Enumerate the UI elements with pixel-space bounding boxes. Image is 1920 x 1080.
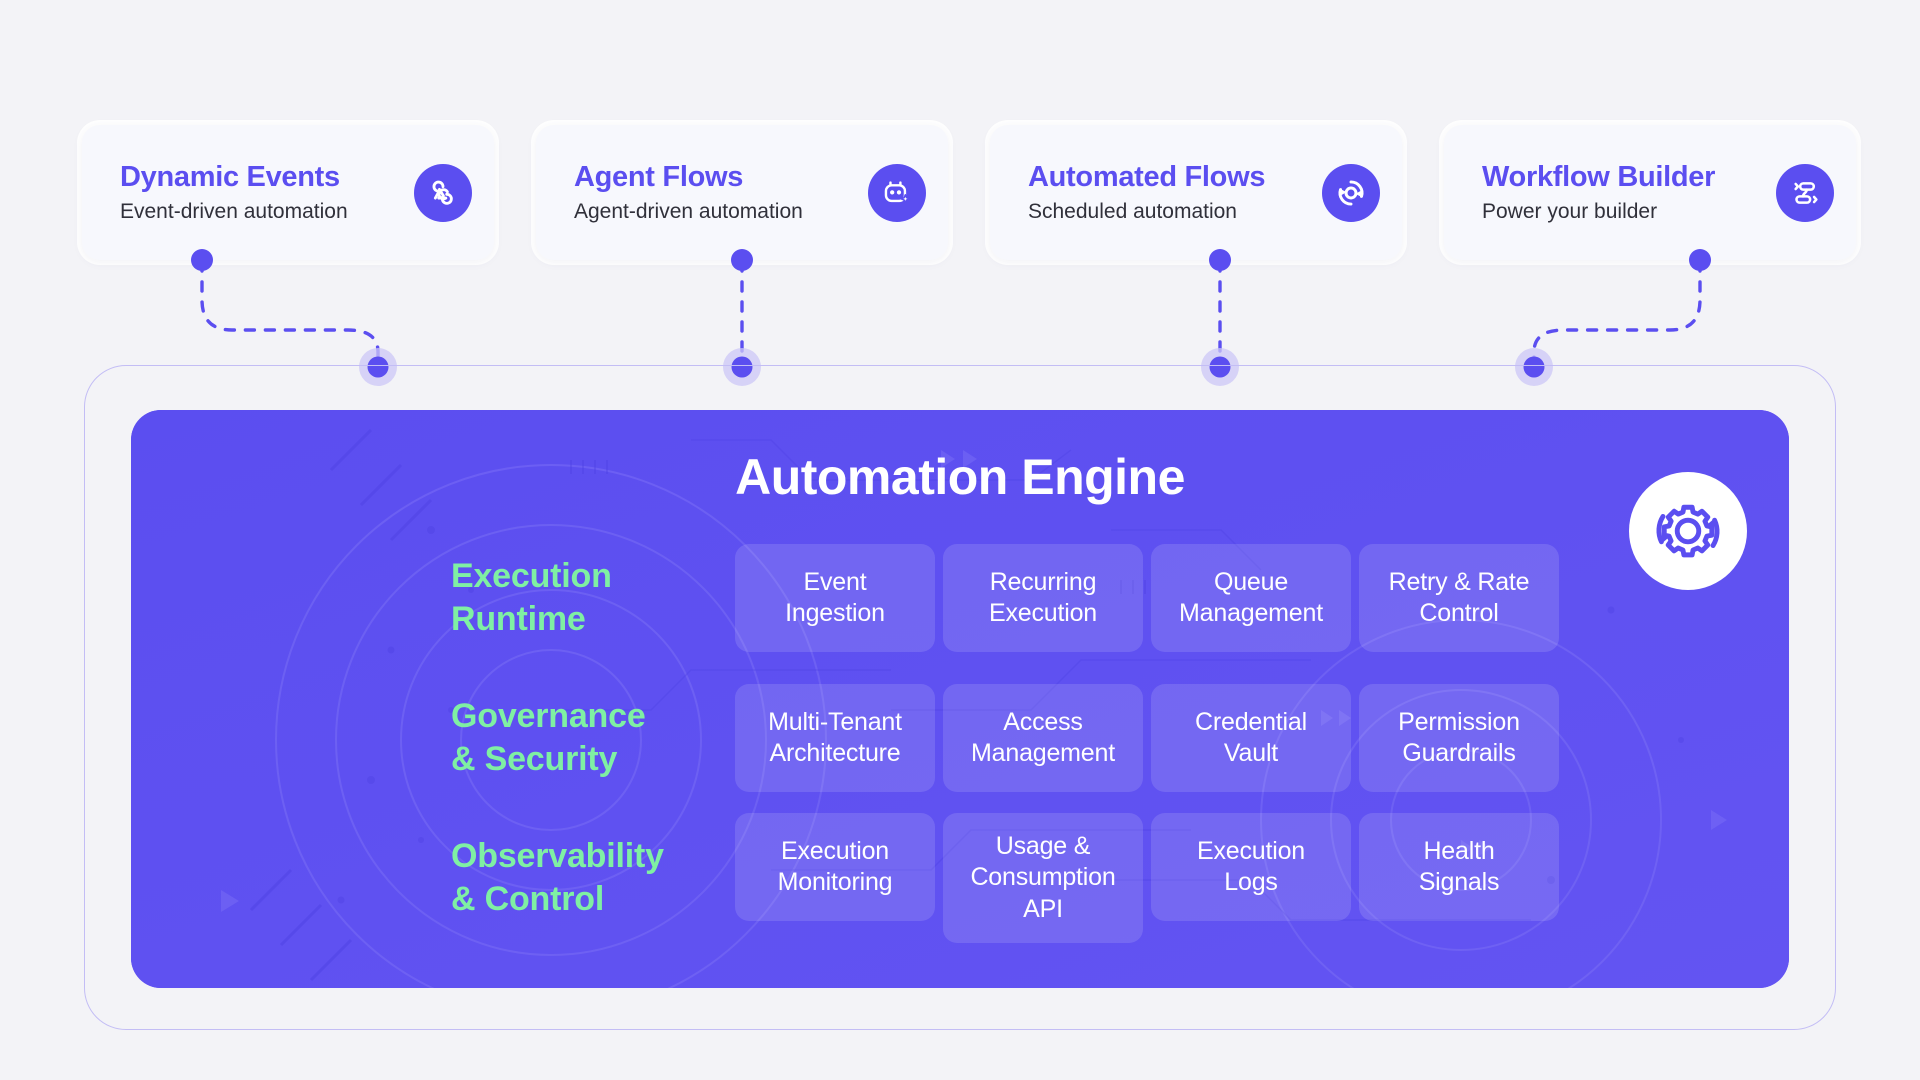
card-dynamic-events[interactable]: Dynamic Events Event-driven automation bbox=[82, 125, 494, 260]
card-text: Workflow Builder Power your builder bbox=[1482, 161, 1715, 224]
card-title: Automated Flows bbox=[1028, 161, 1266, 193]
card-agent-flows[interactable]: Agent Flows Agent-driven automation bbox=[536, 125, 948, 260]
row-observability-control: Observability & Control Execution Monito… bbox=[131, 808, 1789, 948]
card-subtitle: Event-driven automation bbox=[120, 200, 348, 223]
automation-engine-panel: Automation Engine Execution Runtime bbox=[131, 410, 1789, 988]
panel-content: Automation Engine Execution Runtime bbox=[131, 410, 1789, 988]
card-text: Dynamic Events Event-driven automation bbox=[120, 161, 348, 224]
tile-multi-tenant-architecture[interactable]: Multi-Tenant Architecture bbox=[735, 684, 935, 792]
card-subtitle: Scheduled automation bbox=[1028, 200, 1237, 223]
tile-retry-rate-control[interactable]: Retry & Rate Control bbox=[1359, 544, 1559, 652]
card-workflow-builder[interactable]: Workflow Builder Power your builder bbox=[1444, 125, 1856, 260]
row-label: Observability & Control bbox=[451, 837, 664, 918]
row-tiles: Multi-Tenant Architecture Access Managem… bbox=[735, 684, 1559, 792]
card-title: Agent Flows bbox=[574, 161, 744, 193]
card-title: Workflow Builder bbox=[1482, 161, 1716, 193]
rotating-gear-icon bbox=[1629, 472, 1747, 590]
tile-recurring-execution[interactable]: Recurring Execution bbox=[943, 544, 1143, 652]
engine-outer-shell bbox=[84, 365, 1836, 1030]
page-title: Automation Engine bbox=[735, 449, 1185, 505]
tile-execution-logs[interactable]: Execution Logs bbox=[1151, 813, 1351, 921]
row-execution-runtime: Execution Runtime Event Ingestion Recurr… bbox=[131, 528, 1789, 668]
sync-refresh-icon bbox=[1322, 163, 1380, 222]
panel-background-decoration bbox=[131, 410, 1789, 988]
row-governance-security: Governance & Security Multi-Tenant Archi… bbox=[131, 668, 1789, 808]
tile-event-ingestion[interactable]: Event Ingestion bbox=[735, 544, 935, 652]
workflow-blocks-icon bbox=[1776, 163, 1834, 222]
connector-path-1 bbox=[200, 260, 380, 367]
row-label: Execution Runtime bbox=[451, 557, 612, 638]
top-cards-row: Dynamic Events Event-driven automation A… bbox=[0, 125, 1920, 260]
card-automated-flows[interactable]: Automated Flows Scheduled automation bbox=[990, 125, 1402, 260]
robot-sparkle-icon bbox=[868, 163, 926, 222]
tile-health-signals[interactable]: Health Signals bbox=[1359, 813, 1559, 921]
row-tiles: Event Ingestion Recurring Execution Queu… bbox=[735, 544, 1559, 652]
card-title: Dynamic Events bbox=[120, 161, 340, 193]
connector-path-4 bbox=[1532, 260, 1702, 367]
tile-execution-monitoring[interactable]: Execution Monitoring bbox=[735, 813, 935, 921]
tile-usage-consumption-api[interactable]: Usage & Consumption API bbox=[943, 813, 1143, 943]
webhook-icon bbox=[414, 163, 472, 222]
capability-rows: Execution Runtime Event Ingestion Recurr… bbox=[131, 528, 1789, 948]
card-text: Automated Flows Scheduled automation bbox=[1028, 161, 1265, 224]
row-tiles: Execution Monitoring Usage & Consumption… bbox=[735, 813, 1559, 943]
tile-permission-guardrails[interactable]: Permission Guardrails bbox=[1359, 684, 1559, 792]
card-text: Agent Flows Agent-driven automation bbox=[574, 161, 803, 224]
tile-queue-management[interactable]: Queue Management bbox=[1151, 544, 1351, 652]
row-label: Governance & Security bbox=[451, 697, 646, 778]
tile-access-management[interactable]: Access Management bbox=[943, 684, 1143, 792]
card-subtitle: Agent-driven automation bbox=[574, 200, 803, 223]
card-subtitle: Power your builder bbox=[1482, 200, 1658, 223]
tile-credential-vault[interactable]: Credential Vault bbox=[1151, 684, 1351, 792]
